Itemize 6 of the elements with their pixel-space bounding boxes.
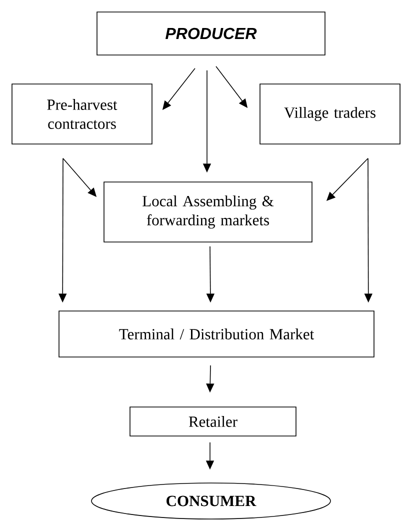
process-box: Village traders	[260, 84, 400, 144]
process-box: Retailer	[130, 406, 296, 436]
process-box: Local Assembling & forwarding markets	[104, 182, 312, 242]
process-box: Terminal / Distribution Market	[58, 310, 374, 358]
process-box: Pre-harvest contractors	[12, 84, 152, 144]
process-box: PRODUCER	[96, 12, 326, 56]
